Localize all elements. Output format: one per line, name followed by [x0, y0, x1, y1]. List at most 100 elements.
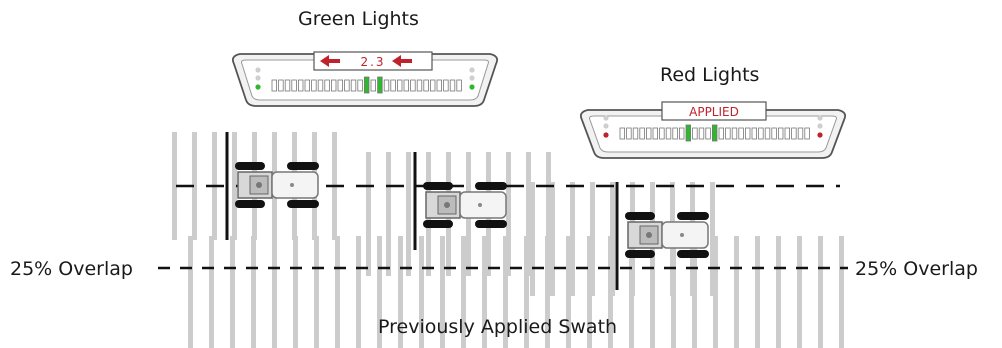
swath-stripe — [776, 236, 781, 348]
lightbar-led — [351, 80, 356, 91]
lightbar-led — [732, 128, 737, 139]
lightbar-led — [364, 77, 369, 93]
lightbar-led — [679, 128, 684, 139]
sprayer-vehicle-icon — [625, 212, 709, 258]
lightbar-led — [646, 128, 651, 139]
lightbar-led — [358, 80, 363, 91]
lightbar-led — [778, 128, 783, 139]
lightbar-led — [404, 80, 409, 91]
green-lights-label: Green Lights — [298, 8, 419, 30]
lightbar-led — [391, 80, 396, 91]
lightbar-indicator-dot — [469, 75, 474, 80]
lightbar-indicator-dot — [817, 115, 822, 120]
swath-stripe — [797, 236, 802, 348]
lightbar-led — [686, 125, 691, 141]
lightbar-led — [699, 128, 704, 139]
lightbar-led — [371, 80, 376, 91]
swath-stripe — [818, 236, 823, 348]
lightbar-led — [331, 80, 336, 91]
lightbar-led — [745, 128, 750, 139]
lightbar-indicator-dot — [603, 115, 608, 120]
lightbar-indicator-dot — [817, 132, 822, 137]
lightbar-led — [653, 128, 658, 139]
swath-stripe — [230, 236, 235, 348]
lightbar-led — [673, 128, 678, 139]
lightbar-led — [772, 128, 777, 139]
lightbar-readout: APPLIED — [689, 105, 739, 119]
swath-stripe — [570, 182, 575, 296]
previously-applied-swath-label: Previously Applied Swath — [378, 316, 617, 338]
swath-stripe — [209, 236, 214, 348]
lightbar-led — [726, 128, 731, 139]
lightbar-indicator-dot — [255, 75, 260, 80]
lightbar-led — [279, 80, 284, 91]
lightbar-led — [397, 80, 402, 91]
lightbar-led — [298, 80, 303, 91]
swath-stripe — [550, 182, 555, 296]
lightbar-led — [285, 80, 290, 91]
swath-stripe — [314, 236, 319, 348]
lightbar-indicator-dot — [603, 132, 608, 137]
lightbar-led — [437, 80, 442, 91]
lightbar-led — [417, 80, 422, 91]
swath-stripe — [272, 236, 277, 348]
lightbar-led — [627, 128, 632, 139]
lightbar-led — [457, 80, 462, 91]
lightbar-led — [325, 80, 330, 91]
swath-stripe — [839, 236, 844, 348]
lightbar-indicator-dot — [817, 123, 822, 128]
red-lights-label: Red Lights — [660, 64, 759, 86]
lightbar-led — [792, 128, 797, 139]
swath-stripe — [406, 152, 411, 276]
lightbar-led — [805, 128, 810, 139]
lightbar-led — [759, 128, 764, 139]
lightbar-led — [411, 80, 416, 91]
lightbar-led — [272, 80, 277, 91]
lightbar-led — [693, 128, 698, 139]
lightbar-led — [312, 80, 317, 91]
swath-stripe — [734, 236, 739, 348]
lightbar-led — [345, 80, 350, 91]
lightbar-led — [712, 125, 717, 141]
lightbar-led — [660, 128, 665, 139]
lightbar-led — [739, 128, 744, 139]
lightbar-led — [798, 128, 803, 139]
lightbar-led — [752, 128, 757, 139]
lightbar-led — [305, 80, 310, 91]
lightbar-indicator-dot — [469, 67, 474, 72]
lightbar-led — [666, 128, 671, 139]
swath-stripe — [590, 182, 595, 296]
lightbar-led — [765, 128, 770, 139]
swath-stripe — [530, 182, 535, 296]
lightbar-led — [785, 128, 790, 139]
swath-stripe — [610, 182, 615, 296]
swath-stripe — [366, 152, 371, 276]
lightbar-led — [633, 128, 638, 139]
lightbar-led — [719, 128, 724, 139]
lightbar-led — [620, 128, 625, 139]
lightbar-indicator-dot — [603, 123, 608, 128]
swath-stripe — [506, 152, 511, 276]
swath-stripe — [188, 236, 193, 348]
swath-stripe — [335, 236, 340, 348]
lightbar-readout: 2.3 — [360, 55, 385, 69]
lightbar-indicator-dot — [255, 84, 260, 89]
swath-stripe — [251, 236, 256, 348]
lightbar-icon: 2.3 — [233, 52, 497, 106]
lightbar-led — [384, 80, 389, 91]
lightbar-led — [640, 128, 645, 139]
lightbar-led — [338, 80, 343, 91]
lightbar-led — [706, 128, 711, 139]
lightbar-led — [450, 80, 455, 91]
swath-stripe — [386, 152, 391, 276]
lightbar-led — [378, 77, 383, 93]
lightbar-led — [318, 80, 323, 91]
lightbar-indicator-dot — [255, 67, 260, 72]
swath-stripe — [356, 236, 361, 348]
swath-stripe — [755, 236, 760, 348]
lightbar-led — [292, 80, 297, 91]
lightbar-indicator-dot — [469, 84, 474, 89]
lightbar-icon: APPLIED — [581, 102, 845, 158]
sprayer-vehicle-icon — [423, 182, 507, 228]
